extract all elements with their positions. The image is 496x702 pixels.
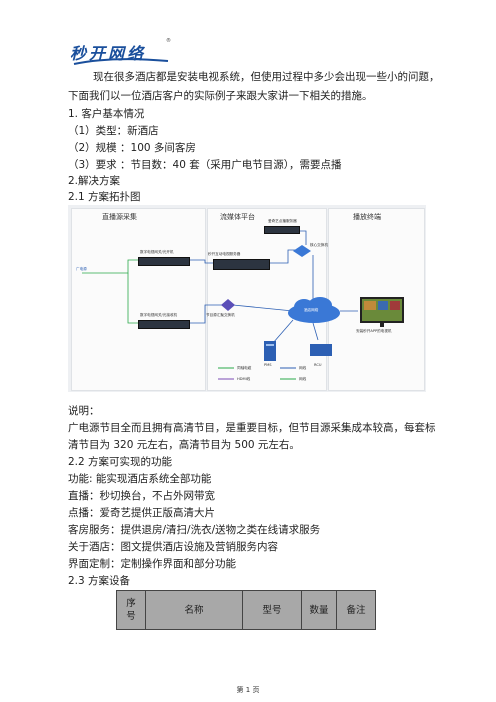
pms-server-icon <box>264 341 276 361</box>
pms-label: PMS <box>264 363 272 367</box>
table-header-cell: 数量 <box>301 590 337 630</box>
panel-streaming-title: 流媒体平台 <box>220 213 255 221</box>
customer-requirement: （3）要求 ：节目数：40 套（采用广电节目源），需要点播 <box>68 159 342 171</box>
explain-label: 说明： <box>68 405 100 417</box>
intro-line-1: 现在很多酒店都是安装电视系统，但使用过程中多少会出现一些小的问题， <box>93 71 440 83</box>
feature-4: 客房服务：提供退房/清扫/洗衣/送物之类在线请求服务 <box>68 524 321 536</box>
legend-optical: 网线 <box>299 377 307 381</box>
network-cloud-icon <box>288 297 340 323</box>
customer-type: （1）类型：新酒店 <box>68 125 159 137</box>
page-footer: 第 1 页 <box>236 686 260 694</box>
table-header-cell: 序 号 <box>116 590 146 630</box>
topology-diagram: 直播源采集 流媒体平台 播放终端 广电源 数字电视网关/光开机 数字电视网关/光… <box>68 205 426 392</box>
explain-line-2: 清节目为 320 元左右，高清节目为 500 元左右。 <box>68 439 300 451</box>
legend-network: 网线 <box>299 366 307 370</box>
feature-3: 点播：爱奇艺提供正版高清大片 <box>68 507 215 519</box>
equipment-table: 序 号 名称 型号 数量 备注 <box>116 590 376 630</box>
rcu-device-icon <box>310 344 332 356</box>
source-label: 广电源 <box>76 267 87 271</box>
table-header-row: 序 号 名称 型号 数量 备注 <box>116 590 376 630</box>
feature-2: 直播：秒切换台，不占外网带宽 <box>68 490 215 502</box>
feature-1: 功能: 能实现酒店系统全部功能 <box>68 473 212 485</box>
cloud-label: 酒店网络 <box>304 308 319 312</box>
panel-terminals-title: 播放终端 <box>353 213 381 221</box>
table-header-cell: 备注 <box>336 590 376 630</box>
heading-topology: 2.1 方案拓扑图 <box>68 191 141 203</box>
node-switch-icon <box>221 299 235 311</box>
node-switch-label: 节目源汇聚交换机 <box>206 313 235 317</box>
panel-live-source: 直播源采集 <box>71 208 206 391</box>
device-top-left-label: 数字电视网关/光开机 <box>140 250 174 254</box>
heading-equipment: 2.3 方案设备 <box>68 575 131 587</box>
core-switch-label: 核心交换机 <box>310 243 328 247</box>
table-header-cell: 型号 <box>242 590 302 630</box>
topology-links <box>82 230 358 380</box>
panel-live-source-title: 直播源采集 <box>102 213 137 221</box>
tv-label: 安装秒开APP的电视机 <box>356 329 392 333</box>
feature-6: 界面定制：定制操作界面和部分功能 <box>68 558 236 570</box>
feature-5: 关于酒店：图文提供酒店设施及营销服务内容 <box>68 541 278 553</box>
core-switch-icon <box>293 245 311 257</box>
registered-mark: ® <box>166 38 171 44</box>
customer-scale: （2）规模 ：100 多间客房 <box>68 142 196 154</box>
logo-swoosh-icon <box>73 58 169 65</box>
table-header-cell: 名称 <box>145 590 243 630</box>
gateway-bottom-device <box>138 320 190 329</box>
streaming-server-device <box>213 259 270 270</box>
heading-features: 2.2 方案可实现的功能 <box>68 456 173 468</box>
legend-hdmi: HDMI线 <box>237 377 251 381</box>
heading-customer: 1. 客户基本情况 <box>68 108 145 120</box>
rcu-label: RCU <box>314 363 322 367</box>
iqiyi-server-device <box>264 226 300 234</box>
legend-cable: 同轴电缆 <box>237 366 252 370</box>
gateway-top-device <box>138 257 190 266</box>
intro-line-2: 下面我们以一位酒店客户的实际例子来跟大家讲一下相关的措施。 <box>68 90 373 102</box>
server-label: 秒开互动电视服务器 <box>208 252 241 256</box>
heading-solution: 2.解决方案 <box>68 175 121 187</box>
iqiyi-server-label: 爱奇艺点播服务器 <box>268 219 297 223</box>
company-logo: 秒开网络 <box>70 38 172 66</box>
tv-terminal-icon <box>360 297 404 327</box>
device-bottom-left-label: 数字电视网关/光接收机 <box>140 313 178 317</box>
explain-line-1: 广电源节目全而且拥有高清节目，是重要目标，但节目源采集成本较高，每套标 <box>68 422 436 434</box>
